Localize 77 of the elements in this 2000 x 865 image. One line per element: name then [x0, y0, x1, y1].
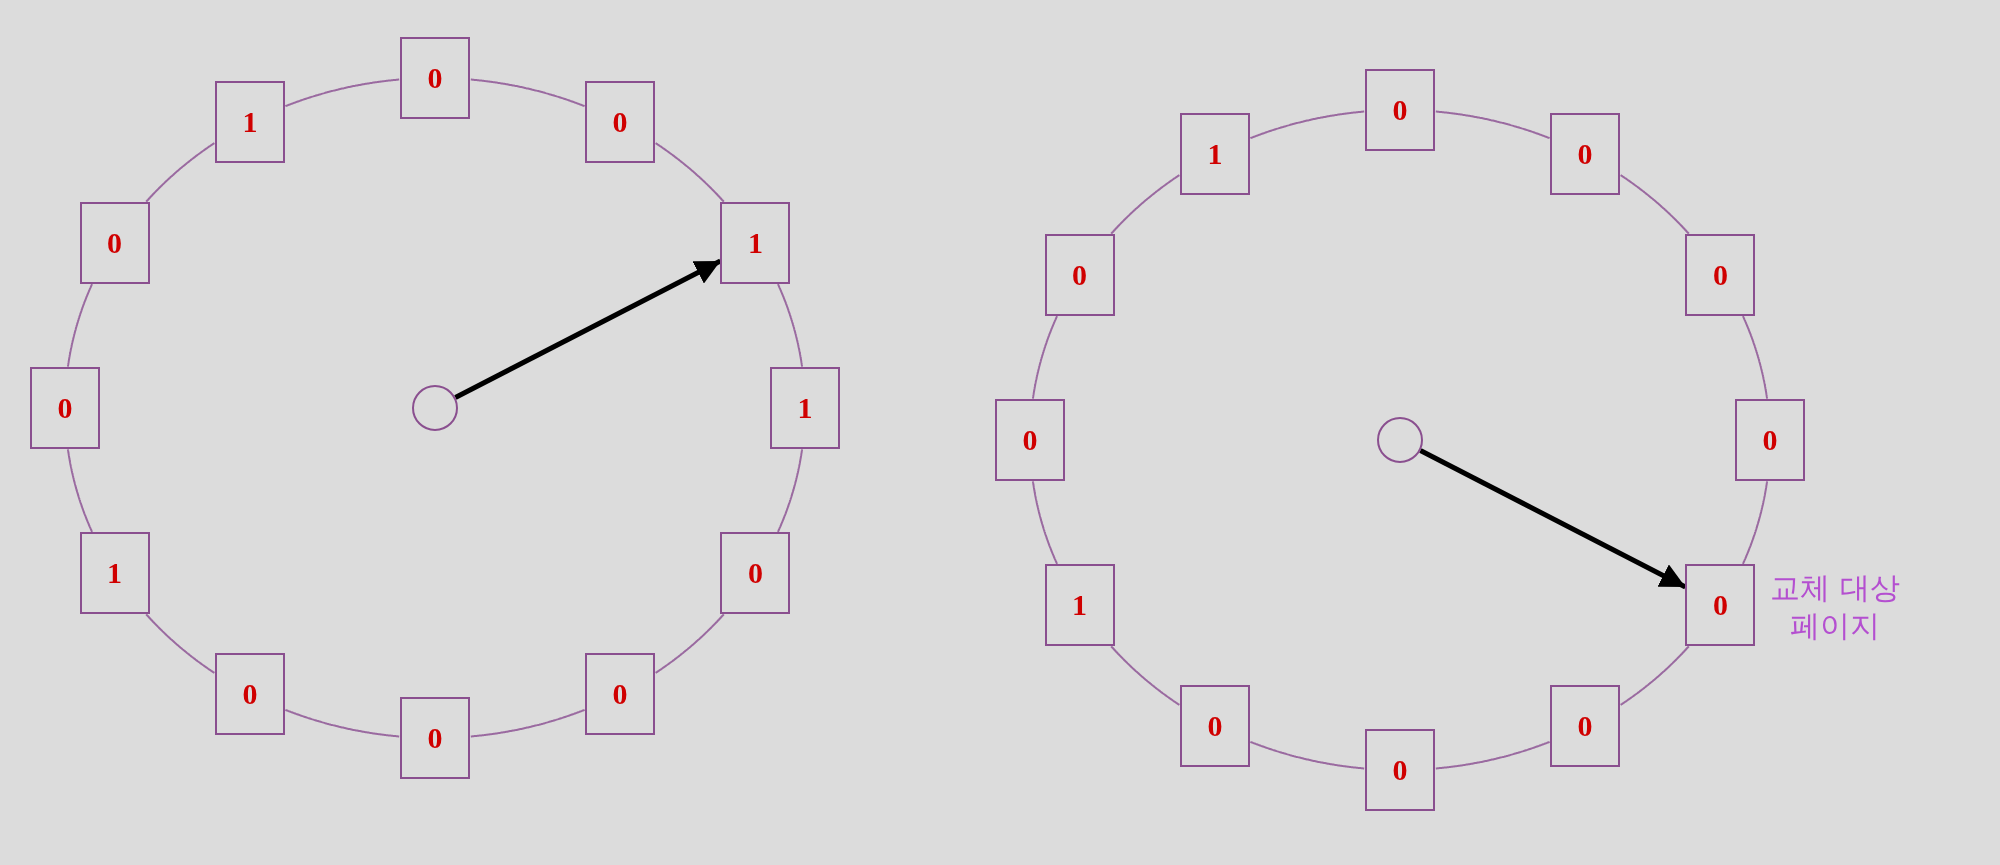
page-box — [1685, 234, 1756, 316]
ring-line — [1434, 110, 1551, 140]
ring-line — [145, 613, 216, 674]
reference-bit: 0 — [107, 228, 123, 258]
reference-bit: 0 — [1392, 755, 1408, 785]
reference-bit: 1 — [1207, 139, 1223, 170]
page-box — [79, 202, 150, 284]
ring-line — [284, 708, 401, 738]
hub-circle — [1377, 417, 1423, 463]
ring-line — [776, 448, 804, 533]
reference-bit: 0 — [427, 63, 443, 93]
page-box — [720, 532, 791, 614]
reference-bit: 1 — [747, 228, 763, 258]
ring-line — [1249, 110, 1366, 140]
page-box — [1550, 684, 1620, 767]
reference-bit: 0 — [612, 678, 628, 709]
page-box — [1685, 564, 1756, 646]
reference-bit: 0 — [1072, 260, 1088, 290]
ring-line — [1110, 645, 1181, 706]
reference-bit: 0 — [1022, 425, 1038, 455]
reference-bit: 1 — [242, 107, 258, 138]
page-box — [400, 37, 470, 119]
page-box — [1550, 113, 1620, 196]
page-box — [585, 652, 655, 735]
page-box — [585, 81, 655, 164]
hub-circle — [412, 385, 458, 431]
page-box — [400, 697, 470, 779]
ring-line — [776, 283, 804, 368]
pointer-arrow — [1419, 448, 1687, 590]
page-box — [1044, 564, 1115, 646]
page-box — [1180, 684, 1250, 767]
page-box — [720, 202, 791, 284]
ring-line — [469, 78, 586, 108]
ring-line — [1031, 480, 1059, 565]
reference-bit: 0 — [57, 393, 73, 423]
page-box — [215, 81, 285, 164]
page-box — [1365, 69, 1435, 151]
reference-bit: 0 — [1712, 260, 1728, 290]
node-caption: 교체 대상 페이지 — [1769, 569, 1901, 644]
reference-bit: 0 — [1577, 139, 1593, 170]
page-box — [1044, 234, 1115, 316]
ring-line — [66, 448, 94, 533]
page-box — [79, 532, 150, 614]
page-box — [770, 367, 840, 449]
reference-bit: 1 — [1072, 590, 1088, 620]
reference-bit: 0 — [1392, 95, 1408, 125]
reference-bit: 0 — [427, 723, 443, 753]
ring-line — [654, 142, 725, 203]
page-box — [30, 367, 100, 449]
reference-bit: 0 — [1207, 710, 1223, 741]
ring-line — [654, 613, 725, 674]
reference-bit: 0 — [1762, 425, 1778, 455]
reference-bit: 0 — [747, 558, 763, 588]
reference-bit: 0 — [1712, 590, 1728, 620]
ring-line — [66, 283, 94, 368]
ring-line — [1249, 740, 1366, 770]
reference-bit: 0 — [612, 107, 628, 138]
reference-bit: 0 — [242, 678, 258, 709]
reference-bit: 0 — [1577, 710, 1593, 741]
ring-line — [1619, 174, 1690, 235]
page-box — [1180, 113, 1250, 196]
pointer-arrow — [454, 258, 722, 400]
reference-bit: 1 — [797, 393, 813, 423]
ring-line — [469, 708, 586, 738]
ring-line — [145, 142, 216, 203]
ring-line — [1741, 315, 1769, 400]
ring-line — [1031, 315, 1059, 400]
page-box — [215, 652, 285, 735]
ring-line — [1434, 740, 1551, 770]
ring-line — [1619, 645, 1690, 706]
page-box — [995, 399, 1065, 481]
page-box — [1365, 729, 1435, 811]
ring-line — [1110, 174, 1181, 235]
ring-line — [1741, 480, 1769, 565]
reference-bit: 1 — [107, 558, 123, 588]
ring-line — [284, 78, 401, 108]
page-box — [1735, 399, 1805, 481]
